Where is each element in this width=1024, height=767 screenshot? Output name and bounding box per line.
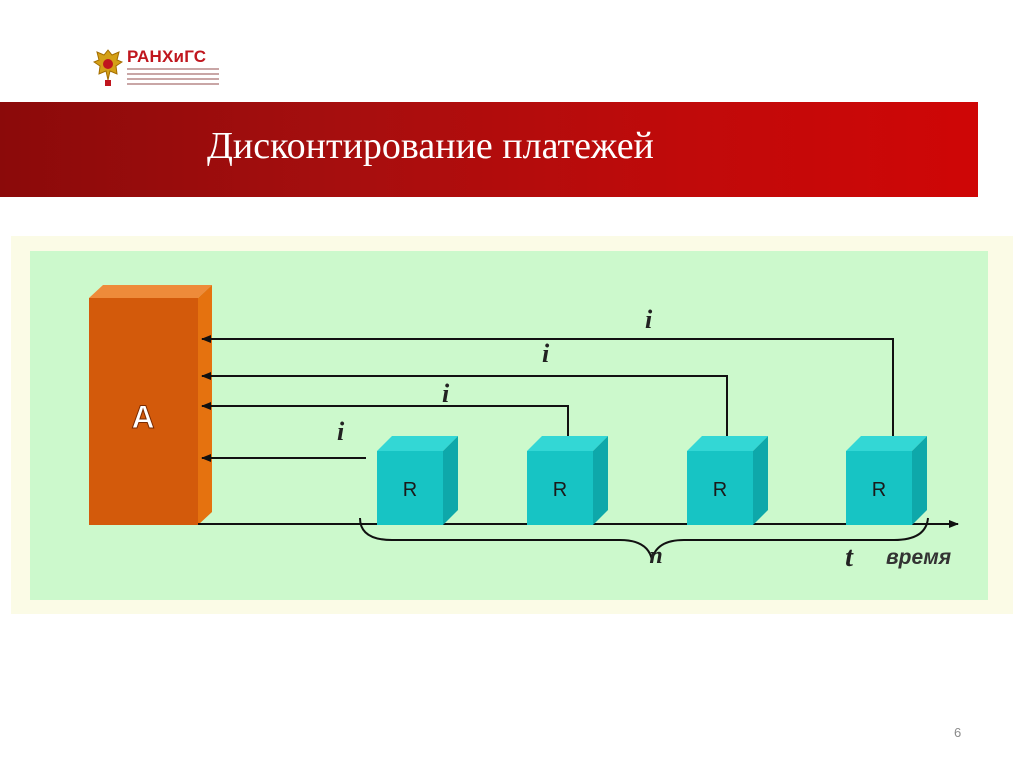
payment-cube: R [846, 436, 927, 525]
discount-arrow-2 [201, 402, 569, 440]
present-value-block: A [89, 285, 212, 525]
payment-label: R [553, 479, 567, 501]
logo-name: РАНХиГС [127, 47, 207, 66]
payment-label: R [403, 479, 417, 501]
period-brace [359, 517, 929, 561]
block-label: A [131, 399, 154, 435]
slide-title: Дисконтирование платежей [207, 125, 654, 167]
payment-cube: R [687, 436, 768, 525]
time-label: t [845, 542, 854, 573]
axis-label: время [886, 546, 951, 569]
rate-label: i [645, 305, 653, 334]
title-band [0, 102, 978, 197]
discount-arrow-4 [201, 335, 894, 440]
payment-cube: R [377, 436, 458, 525]
payment-label: R [872, 479, 886, 501]
eagle-emblem-icon [93, 49, 123, 86]
ranepa-logo: РАНХиГС [93, 46, 223, 90]
rate-label: i [542, 339, 550, 368]
period-label: n [649, 543, 662, 569]
rate-label: i [337, 417, 345, 446]
page-number: 6 [954, 725, 962, 740]
payment-label: R [713, 479, 727, 501]
logo-subtitle [127, 68, 219, 88]
discount-arrow-3 [201, 372, 728, 440]
rate-label: i [442, 379, 450, 408]
block-top-face [89, 285, 212, 298]
discount-arrows [201, 335, 894, 462]
payment-cube: R [527, 436, 608, 525]
block-front-face [89, 298, 198, 525]
